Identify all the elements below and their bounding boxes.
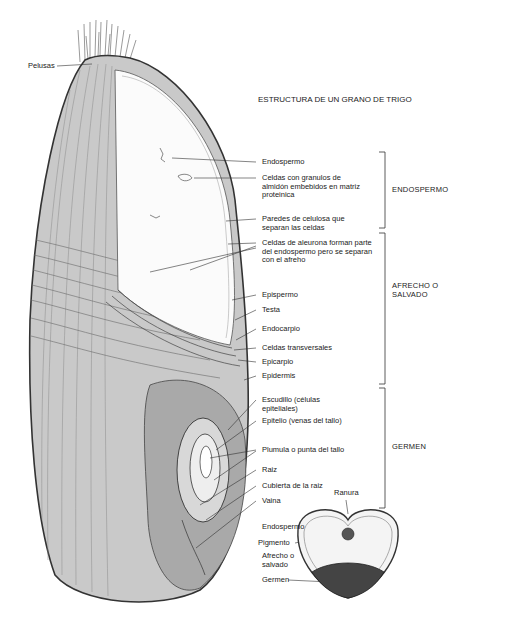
part-label: Pelusas: [28, 62, 55, 71]
cross-section-germ: [312, 563, 384, 598]
grain-outline: [30, 56, 249, 602]
pigment-strand: [342, 528, 354, 540]
part-label: Afrecho o salvado: [262, 552, 312, 569]
endosperm-cut: [115, 70, 235, 345]
part-label: Epidermis: [262, 372, 295, 381]
cross-section: [298, 510, 398, 598]
part-label: Endospermo: [262, 523, 305, 532]
part-label: Epispermo: [262, 291, 298, 300]
group-label: AFRECHO O SALVADO: [392, 282, 452, 299]
part-label: Celdas transversales: [262, 344, 332, 353]
germ-scutellum: [177, 418, 229, 522]
part-label: Ranura: [334, 489, 359, 498]
group-label: GERMEN: [392, 443, 426, 452]
germ-plumule: [190, 434, 220, 502]
germ-region: [144, 380, 246, 590]
part-label: Epitelio (venas del tallo): [262, 417, 342, 426]
part-label: Paredes de celulosa que separan las celd…: [262, 215, 362, 232]
group-brackets: [379, 152, 385, 508]
part-label: Escudillo (células epiteliales): [262, 396, 342, 413]
leader-lines: [57, 64, 348, 582]
part-label: Cubierta de la raiz: [262, 482, 323, 491]
part-label: Raiz: [262, 466, 277, 475]
part-label: Vaina: [262, 497, 281, 506]
part-label: Testa: [262, 306, 280, 315]
germ-tip: [200, 446, 212, 478]
diagram-title: ESTRUCTURA DE UN GRANO DE TRIGO: [258, 95, 412, 104]
part-label: Epicarpio: [262, 358, 293, 367]
part-label: Celdas con granulos de almidón embebidos…: [262, 174, 362, 200]
part-label: Endocarpio: [262, 325, 300, 334]
part-label: Pigmento: [258, 539, 290, 548]
part-label: Celdas de aleurona forman parte del endo…: [262, 239, 374, 265]
bran-layers: [106, 290, 240, 366]
part-label: Endospermo: [262, 158, 305, 167]
group-label: ENDOSPERMO: [392, 186, 448, 195]
part-label: Plumula o punta del tallo: [262, 446, 344, 455]
part-label: Germen: [262, 576, 289, 585]
